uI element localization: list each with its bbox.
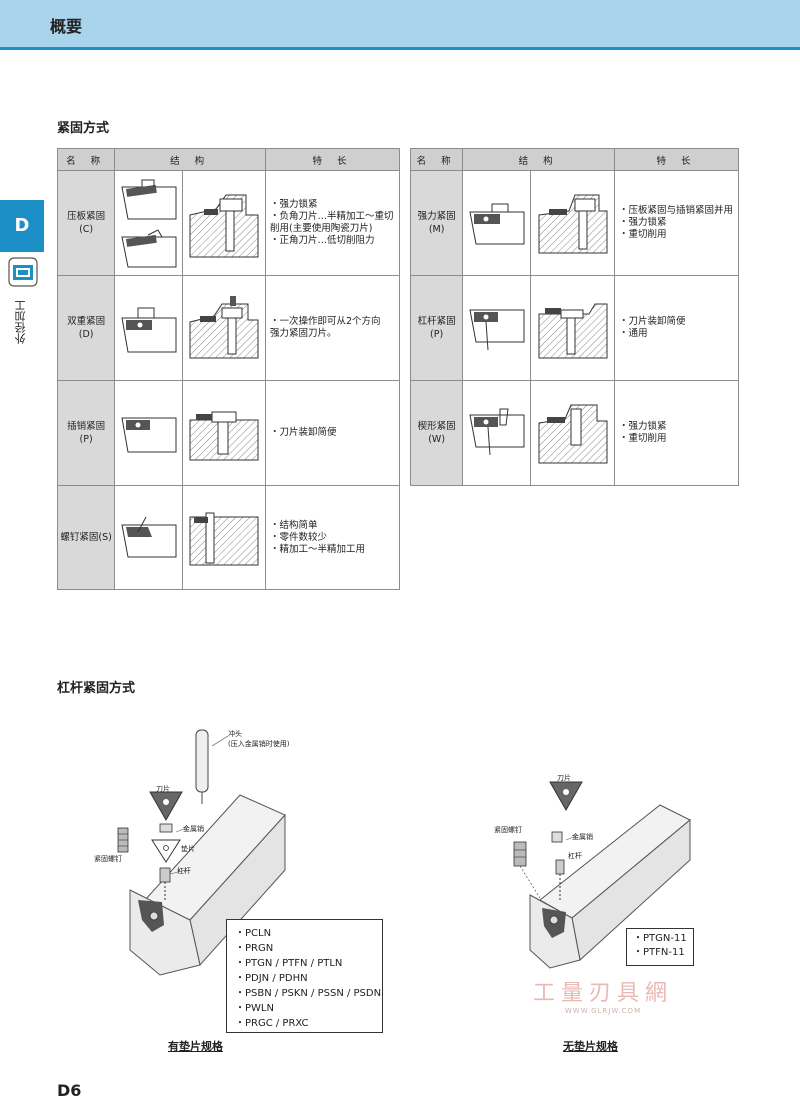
header-name: 名 称: [56, 148, 116, 171]
chapter-tab: D: [0, 200, 44, 252]
table-row-name: 双重紧固(D): [56, 275, 116, 381]
table-row-name: 压板紧固(C): [56, 170, 116, 276]
section-title-lever-clamping: 杠杆紧固方式: [57, 681, 136, 696]
features-cell: ・结构简单 ・零件数较少 ・精加工～半精加工用: [265, 485, 400, 590]
lever-label: 杠杆: [568, 852, 582, 860]
shim-type-spec-list: ・PCLN ・PRGN ・PTGN / PTFN / PTLN ・PDJN / …: [226, 919, 383, 1033]
clamp-m-section: [538, 194, 608, 254]
site-watermark: 工量刃具網 WWW.GLRJW.COM: [532, 981, 673, 1015]
section-sketch: [530, 170, 615, 276]
clamp-p-section: [189, 411, 259, 461]
header-features: 特 长: [614, 148, 739, 171]
section-sketch: [182, 485, 266, 590]
clamp-s-section: [189, 512, 259, 565]
page-header: 概要: [0, 0, 800, 50]
clamp-w-section: [538, 404, 608, 464]
structure-sketch: [114, 485, 184, 590]
clamp-p-sketch: [121, 417, 177, 453]
clamp-c-sketch: [121, 179, 177, 268]
table-row-name: 螺钉紧固(S): [56, 485, 116, 590]
table-row-name: 强力紧固(M): [409, 170, 464, 276]
screw-label: 紧固螺钉: [94, 855, 122, 863]
screw-label: 紧固螺钉: [494, 826, 522, 834]
structure-sketch: [114, 275, 184, 381]
structure-sketch: [462, 380, 532, 486]
structure-sketch: [462, 170, 532, 276]
structure-sketch: [114, 380, 184, 486]
section-sketch: [182, 170, 266, 276]
clamp-w-sketch: [469, 408, 525, 456]
pin-label: 金属销: [572, 833, 593, 841]
section-title-clamping: 紧固方式: [57, 121, 110, 136]
table-row-name: 楔形紧固(W): [409, 380, 464, 486]
shimless-type-exploded-diagram: [513, 781, 691, 969]
clamp-lever-section: [538, 303, 608, 359]
shim-type-caption: 有垫片规格: [168, 1040, 223, 1053]
features-cell: ・刀片装卸简便: [265, 380, 400, 486]
features-cell: ・强力锁紧 ・负角刀片…半精加工～重切 削用(主要使用陶瓷刀片) ・正角刀片…低…: [265, 170, 400, 276]
section-sketch: [182, 275, 266, 381]
header-structure: 结 构: [462, 148, 615, 171]
clamp-lever-sketch: [469, 309, 525, 351]
shimless-type-caption: 无垫片规格: [563, 1040, 618, 1053]
section-sketch: [182, 380, 266, 486]
turning-insert-icon: [8, 257, 38, 287]
page-number: D6: [57, 1081, 82, 1100]
structure-sketch: [462, 275, 532, 381]
table-row-name: 插销紧固(P): [56, 380, 116, 486]
table-row-name: 杠杆紧固(P): [409, 275, 464, 381]
punch-label: 冲头(压入金属销时使用): [228, 730, 290, 748]
insert-label: 刀片: [557, 774, 571, 782]
features-cell: ・压板紧固与插销紧固并用 ・强力锁紧 ・重切削用: [614, 170, 739, 276]
section-sketch: [530, 380, 615, 486]
clamping-table-left: 名 称 结 构 特 长 压板紧固(C): [56, 148, 400, 590]
features-cell: ・强力锁紧 ・重切削用: [614, 380, 739, 486]
clamping-table-right: 名 称 结 构 特 长 强力紧固(M) ・压板紧固与插销紧固并用: [409, 148, 739, 486]
structure-sketch: [114, 170, 184, 276]
header-features: 特 长: [265, 148, 400, 171]
shim-label: 垫片: [181, 845, 195, 853]
features-cell: ・刀片装卸简便 ・通用: [614, 275, 739, 381]
clamp-s-sketch: [121, 516, 177, 557]
insert-label: 刀片: [156, 785, 170, 793]
shimless-type-spec-list: ・PTGN-11 ・PTFN-11: [626, 928, 694, 966]
lever-label: 杠杆: [177, 867, 191, 875]
features-cell: ・一次操作即可从2个方向 强力紧固刀片。: [265, 275, 400, 381]
clamp-c-section: [189, 194, 259, 258]
header-name: 名 称: [409, 148, 464, 171]
header-structure: 结 构: [114, 148, 266, 171]
chapter-label: 外径加工: [14, 300, 27, 344]
shim-type-exploded-diagram: [117, 729, 286, 976]
section-sketch: [530, 275, 615, 381]
clamp-d-section: [189, 296, 259, 359]
page-title: 概要: [50, 17, 83, 36]
clamp-d-sketch: [121, 307, 177, 353]
pin-label: 金属销: [183, 825, 204, 833]
clamp-m-sketch: [469, 203, 525, 245]
